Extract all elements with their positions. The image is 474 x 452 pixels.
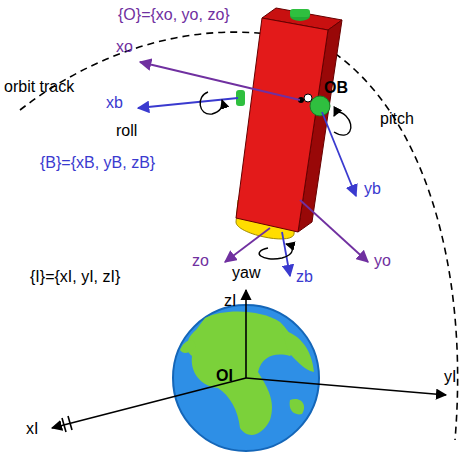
axis-label: xo: [116, 38, 133, 56]
axis-label: yI: [444, 368, 456, 386]
body-axes: [138, 98, 356, 276]
rotation-label: roll: [116, 122, 137, 140]
axis-label: zo: [192, 252, 209, 270]
inertial-axes: [52, 290, 446, 432]
body-origin-node: OB: [322, 78, 350, 98]
frame-definition: {I}={xI, yI, zI}: [30, 268, 120, 286]
rotation-label: yaw: [232, 264, 260, 282]
frame-definition: {O}={xo, yo, zo}: [118, 6, 230, 24]
axis-label: yb: [364, 180, 381, 198]
orbit-axes: [140, 62, 368, 262]
origin-label: OI: [216, 367, 233, 385]
earth-origin-node: OI: [214, 366, 235, 386]
axis-label: zb: [296, 268, 313, 286]
axis-label: zI: [224, 292, 236, 310]
frame-definition: {B}={xB, yB, zB}: [40, 154, 155, 172]
orbit-track: [20, 32, 458, 440]
axis-label: yo: [374, 252, 391, 270]
rotation-label: pitch: [380, 110, 414, 128]
orbit-label: orbit track: [4, 78, 74, 96]
rotation-arrows: [200, 92, 351, 259]
axis-label: xI: [26, 420, 38, 438]
axis-label: xb: [106, 94, 123, 112]
origin-label: OB: [324, 79, 348, 97]
